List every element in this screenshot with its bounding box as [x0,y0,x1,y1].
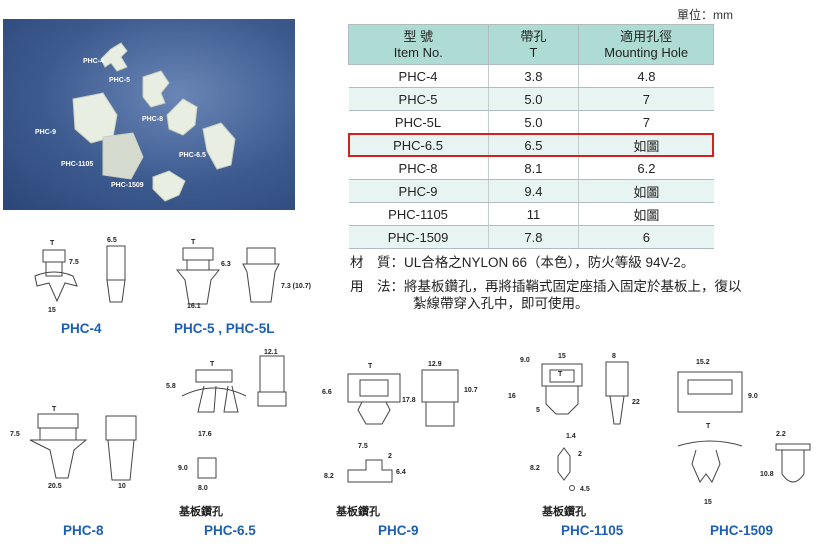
dim-label: 4.5 [580,486,590,493]
dim-label: 9.0 [748,393,758,400]
dim-label: T [50,240,55,247]
dim-label: T [191,239,196,246]
dim-label: 6.6 [322,389,332,396]
dim-label: T [706,423,711,430]
dim-label: 2 [578,451,582,458]
dim-label: 9.0 [178,465,188,472]
material-note: 材 質：UL合格之NYLON 66（本色），防火等級 94V-2。 [350,251,694,271]
photo-label: PHC-1105 [61,161,94,168]
drawing-phc5: T 6.3 16.1 7.3 (10.7) [175,239,311,310]
parts-illustration [72,42,236,202]
dim-label: 10 [118,483,126,490]
caption-drill-hole: 基板鑽孔 [542,506,586,518]
dim-label: 5.8 [166,383,176,390]
dim-label: 2 [388,453,392,460]
material-label: 材 質： [350,255,404,270]
caption-drill-hole: 基板鑽孔 [179,506,223,518]
dim-label: 16 [508,393,516,400]
caption-drill-hole: 基板鑽孔 [336,506,380,518]
dim-label: 8 [612,353,616,360]
dim-label: 12.9 [428,361,442,368]
dim-label: 8.0 [198,485,208,492]
drawing-title-phc5: PHC-5 , PHC-5L [174,321,275,336]
drawing-title-phc9: PHC-9 [378,523,419,538]
drawing-phc8: T 7.5 20.5 10 [10,406,137,490]
dim-label: 6.4 [396,469,406,476]
dim-label: 7.3 (10.7) [281,283,311,290]
dim-label: T [52,406,57,413]
drawing-phc1509: 15.2 9.0 T 2.2 10.8 15 [677,359,811,506]
drawing-title-phc8: PHC-8 [63,523,104,538]
dim-label: 2.2 [776,431,786,438]
dim-label: 8.2 [530,465,540,472]
dim-label: 10.8 [760,471,774,478]
dim-label: 10.7 [464,387,478,394]
drawing-phc4: T 7.5 15 6.5 [34,237,126,314]
usage-label: 用 法： [350,279,404,294]
dim-label: 15 [48,307,56,314]
dim-label: 15 [704,499,712,506]
usage-text-line2: 紮線帶穿入孔中，即可使用。 [413,296,589,311]
dim-label: T [558,371,563,378]
photo-label: PHC-5 [109,77,131,84]
dim-label: 22 [632,399,640,406]
dim-label: 6.5 [107,237,117,244]
dim-label: T [210,361,215,368]
usage-note: 用 法：將基板鑽孔，再將插鞘式固定座插入固定於基板上，復以 [350,275,742,295]
dim-label: 15.2 [696,359,710,366]
drawing-phc9: T 6.6 17.8 12.9 10.7 7.5 2 8.2 6.4 [322,361,478,483]
dim-label: 7.5 [10,431,20,438]
photo-label: PHC-8 [142,116,164,123]
usage-text-line1: 將基板鑽孔，再將插鞘式固定座插入固定於基板上，復以 [404,279,742,294]
dim-label: 17.8 [402,397,416,404]
drawing-title-phc1509: PHC-1509 [710,523,774,538]
dim-label: 6.3 [221,261,231,268]
photo-label: PHC-1509 [111,182,144,189]
dim-label: 15 [558,353,566,360]
drawing-title-phc4: PHC-4 [61,321,102,336]
dim-label: 7.5 [69,259,79,266]
photo-label: PHC-6.5 [179,152,206,159]
photo-label: PHC-9 [35,129,57,136]
unit-label: 單位：mm [677,8,733,22]
drawing-phc65: T 5.8 17.6 12.1 9.0 8.0 [166,349,287,492]
dim-label: 1.4 [566,433,576,440]
drawing-title-phc1105: PHC-1105 [561,523,624,538]
photo-label: PHC-4 [83,58,105,65]
drawing-phc1105: 9.0 15 T 8 16 5 22 1.4 2 8.2 4.5 [508,353,640,493]
dim-label: T [368,363,373,370]
dim-label: 20.5 [48,483,62,490]
dim-label: 16.1 [187,303,201,310]
highlighted-row-outline [348,133,714,157]
product-photo: PHC-4 PHC-5 PHC-8 PHC-9 PHC-6.5 PHC-1105… [3,19,295,210]
dim-label: 12.1 [264,349,278,356]
drawing-title-phc65: PHC-6.5 [204,523,256,538]
dim-label: 17.6 [198,431,212,438]
material-text: UL合格之NYLON 66（本色），防火等級 94V-2。 [404,255,695,270]
dim-label: 9.0 [520,357,530,364]
dim-label: 8.2 [324,473,334,480]
dim-label: 7.5 [358,443,368,450]
dim-label: 5 [536,407,540,414]
